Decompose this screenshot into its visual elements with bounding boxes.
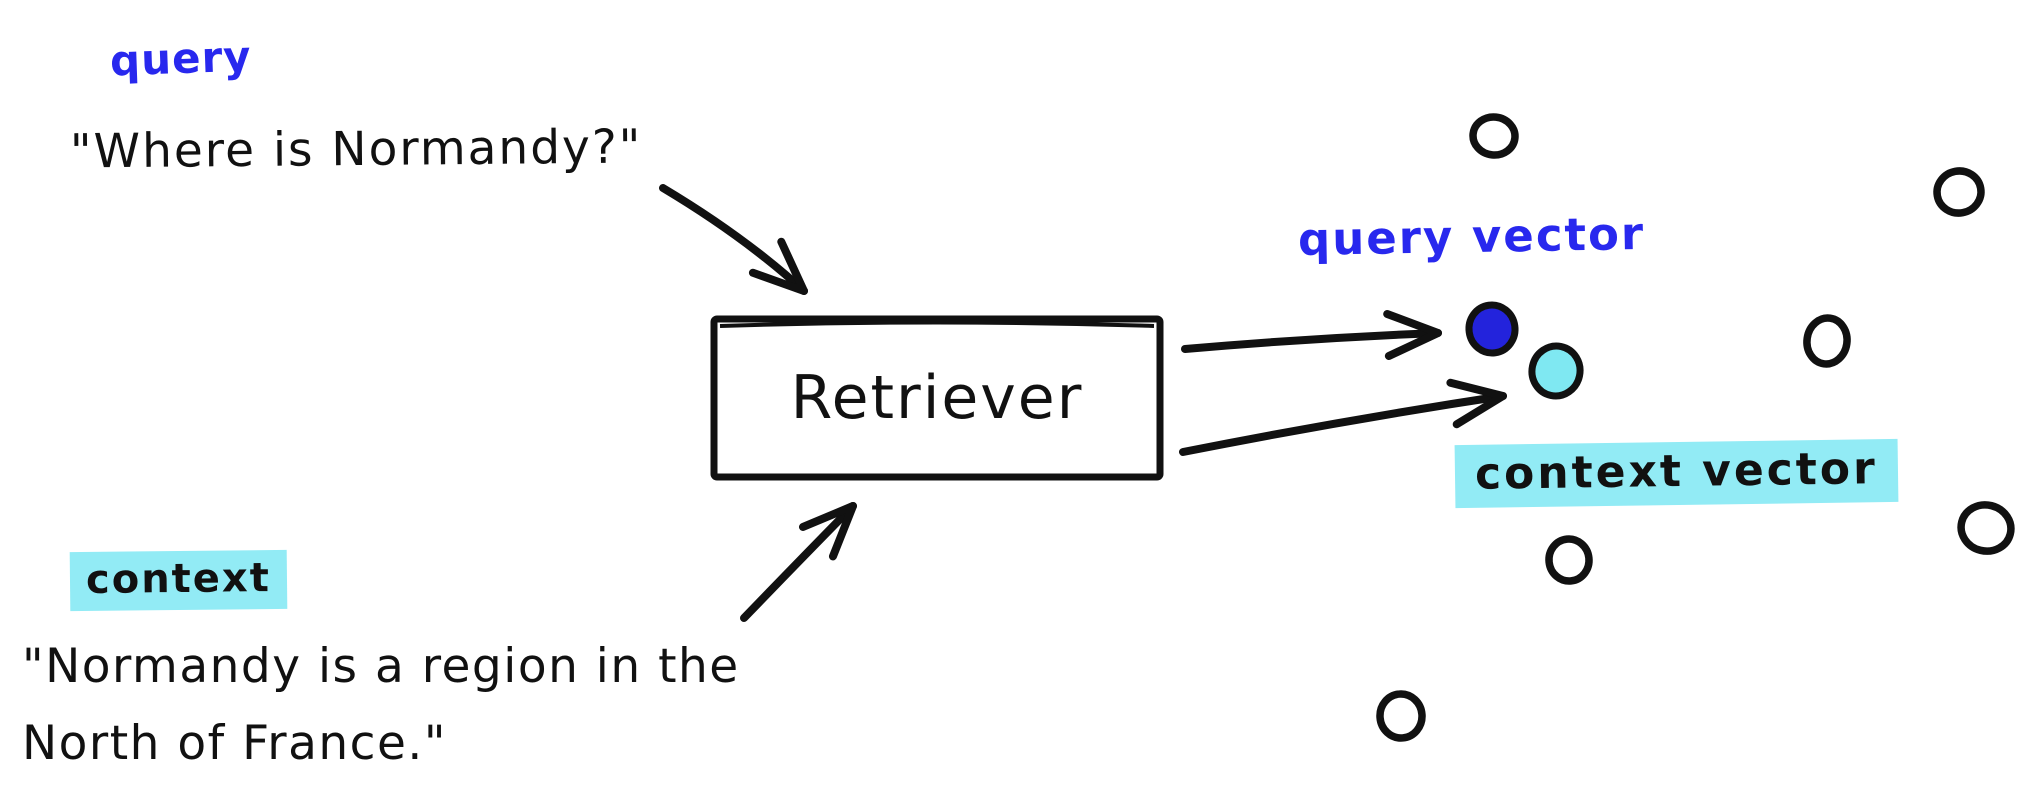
context-text-line1: "Normandy is a region in the [22,639,740,694]
other-vector-circles [1376,113,2015,742]
arrow-query-to-retriever [659,184,808,295]
other-vector-circle [1957,501,2015,555]
query-text: "Where is Normandy?" [69,119,643,180]
other-vector-circle [1933,167,1985,217]
query-label: query [109,31,253,86]
arrow-retriever-to-query-vector [1181,310,1442,360]
retriever-label: Retriever [790,363,1084,433]
other-vector-circle [1545,535,1593,585]
context-label: context [69,549,288,612]
context-label-highlight: context [69,549,288,612]
context-text: "Normandy is a region in the North of Fr… [22,628,740,782]
query-vector-dot [1465,301,1519,357]
context-vector-highlight: context vector [1454,438,1899,509]
query-vector-label: query vector [1297,206,1646,267]
other-vector-circle [1376,690,1426,742]
retriever-box [710,315,1164,481]
arrow-retriever-to-context-vector [1179,378,1507,456]
other-vector-circle [1803,314,1851,368]
other-vector-circle [1469,113,1519,159]
context-vector-label: context vector [1454,438,1899,509]
context-vector-dot [1528,342,1584,400]
context-text-line2: North of France." [22,716,447,771]
arrow-context-to-retriever [740,502,857,622]
